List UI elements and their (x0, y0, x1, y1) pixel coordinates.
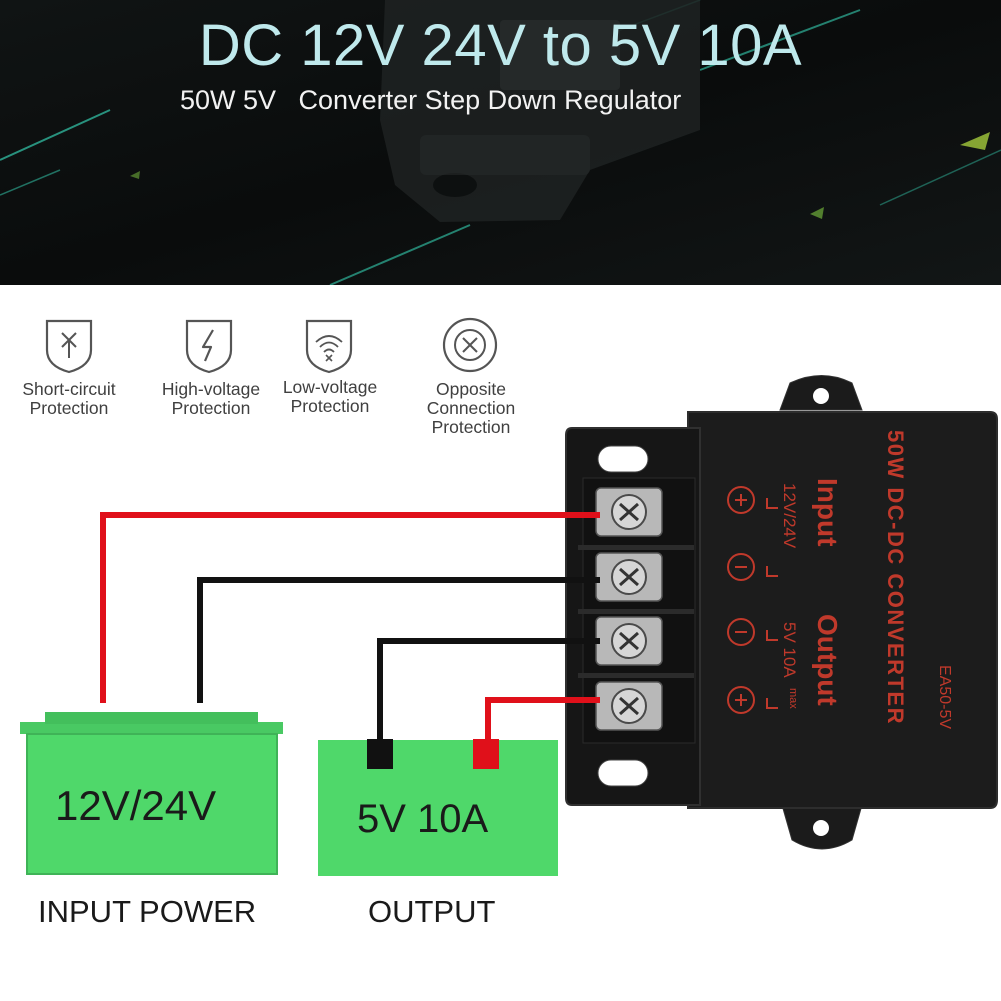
feature-label-line: Low-voltage (282, 377, 378, 397)
feature-label-line: High-voltage (161, 379, 261, 399)
input-minus-icon (727, 553, 755, 581)
feature-high-voltage: High-voltage Protection (150, 380, 272, 418)
wire-input-positive (100, 512, 600, 703)
feature-label-line: Protection (171, 398, 251, 418)
wiring-diagram: 50W DC-DC CONVERTER EA50-5V Input 12V/24… (20, 375, 998, 876)
input-plus-icon (727, 486, 755, 514)
module-output-max: max (787, 688, 799, 709)
output-load-box (318, 739, 558, 876)
input-power-caption: INPUT POWER (38, 894, 257, 929)
module-title: 50W DC-DC CONVERTER (883, 430, 908, 725)
feature-opposite-connection: Opposite Connection Protection (405, 380, 537, 437)
page-subtitle: 50W 5V Converter Step Down Regulator (180, 85, 682, 115)
feature-short-circuit: Short-circuit Protection (8, 380, 130, 418)
screw-terminal-input-positive (595, 487, 663, 537)
feature-label-line: Protection (431, 417, 511, 437)
hero-background (0, 0, 1001, 285)
feature-label-line: Short-circuit (22, 379, 116, 399)
input-battery (20, 712, 283, 875)
output-rating-label: 5V 10A (357, 797, 489, 841)
wire-output-negative (377, 638, 600, 742)
output-positive-terminal (473, 739, 499, 769)
screw-terminal-output-negative (595, 616, 663, 666)
screw-terminal-input-negative (595, 552, 663, 602)
polarity-markings (727, 486, 778, 714)
wires (100, 512, 600, 742)
wire-output-positive (485, 697, 600, 742)
output-plus-icon (727, 686, 755, 714)
module-model-number: EA50-5V (936, 665, 953, 729)
high-voltage-shield-icon (185, 319, 233, 374)
feature-label-line: Connection (426, 398, 516, 418)
module-printed-text: 50W DC-DC CONVERTER EA50-5V Input 12V/24… (780, 430, 953, 729)
module-input-label: Input (812, 478, 843, 546)
module-output-rating: 5V 10A (780, 622, 799, 678)
feature-label-line: Protection (29, 398, 109, 418)
output-minus-icon (727, 618, 755, 646)
opposite-connection-circle-icon (442, 317, 498, 373)
short-circuit-shield-icon (45, 319, 93, 374)
feature-low-voltage: Low-voltage Protection (268, 378, 392, 416)
page-title: DC 12V 24V to 5V 10A (198, 13, 803, 78)
module-input-rating: 12V/24V (780, 483, 799, 549)
converter-module (565, 375, 998, 850)
low-voltage-shield-icon (305, 319, 353, 374)
output-caption: OUTPUT (368, 894, 496, 929)
feature-label-line: Opposite (435, 379, 507, 399)
screw-terminal-output-positive (595, 681, 663, 731)
input-voltage-label: 12V/24V (55, 782, 217, 829)
wire-input-negative (197, 577, 600, 703)
output-negative-terminal (367, 739, 393, 769)
module-output-label: Output (812, 614, 843, 706)
feature-label-line: Protection (290, 396, 370, 416)
hero-banner: DC 12V 24V to 5V 10A 50W 5V Converter St… (0, 0, 1001, 285)
